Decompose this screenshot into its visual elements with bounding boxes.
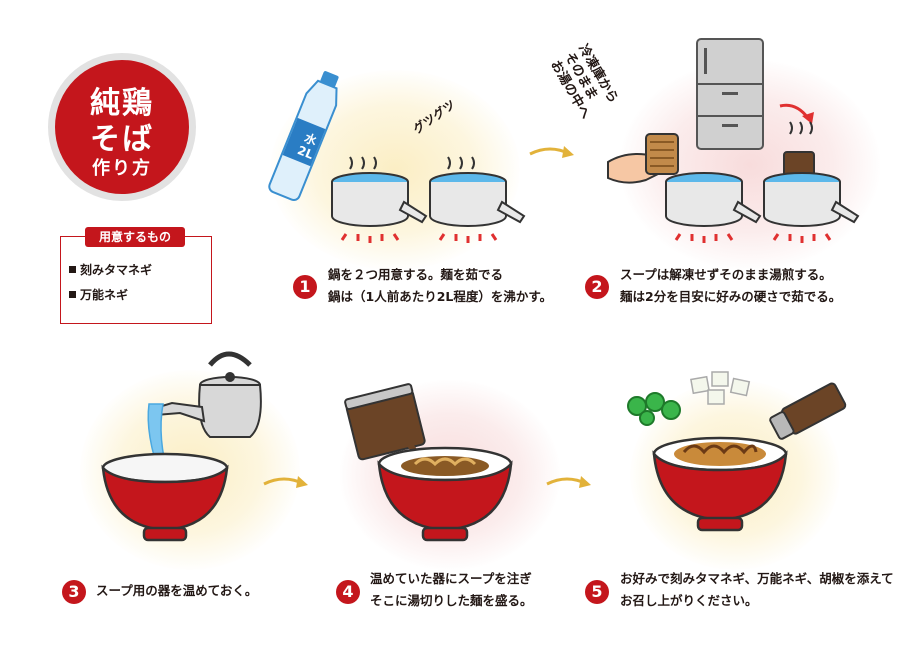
ingredient-label: 万能ネギ (80, 288, 129, 302)
arrow-right-icon (263, 476, 308, 488)
step-1-line-1: 鍋を２つ用意する。麺を茹でる (328, 267, 504, 282)
step-2-line-2: 麺は2分を目安に好みの硬さで茹でる。 (620, 289, 842, 304)
step-4-text: 温めていた器にスープを注ぎ そこに湯切りした麺を盛る。 (370, 568, 533, 612)
title-line-3: 作り方 (92, 158, 152, 179)
title-badge-inner: 純鶏 そば 作り方 (55, 60, 189, 194)
water-bottle-icon (268, 71, 339, 202)
arrow-right-icon (529, 146, 574, 158)
ingredients-heading: 用意するもの (85, 227, 185, 247)
bullet-square-icon (69, 266, 76, 273)
hand-holding-noodles-icon (607, 133, 679, 184)
ingredients-list: 刻みタマネギ 万能ネギ (69, 261, 152, 311)
pot-with-soup-pack-icon (763, 121, 860, 243)
pot-icon (429, 156, 526, 243)
ingredients-box: 用意するもの 刻みタマネギ 万能ネギ (60, 227, 212, 324)
step-number-2: 2 (585, 275, 609, 299)
step-2-text: スープは解凍せずそのまま湯煎する。 麺は2分を目安に好みの硬さで茹でる。 (620, 264, 841, 308)
bowl-with-noodles-icon (377, 446, 513, 542)
step-5-line-2: お召し上がりください。 (620, 593, 758, 608)
step-2-line-1: スープは解凍せずそのまま湯煎する。 (620, 267, 832, 282)
kettle-icon (150, 351, 262, 438)
ingredient-label: 刻みタマネギ (80, 263, 153, 277)
arrow-right-icon (546, 476, 591, 488)
step-5-text: お好みで刻みタマネギ、万能ネギ、胡椒を添えて お召し上がりください。 (620, 568, 894, 612)
pot-icon (331, 156, 428, 243)
step-5-line-1: お好みで刻みタマネギ、万能ネギ、胡椒を添えて (620, 571, 894, 586)
curved-arrow-icon (779, 103, 814, 124)
ingredient-item: 万能ネギ (69, 286, 152, 303)
chopped-onion-icon (690, 371, 751, 405)
step-1-text: 鍋を２つ用意する。麺を茹でる 鍋は（1人前あたり2L程度）を沸かす。 (328, 264, 552, 308)
bullet-square-icon (69, 291, 76, 298)
pot-with-noodles-icon (665, 172, 762, 243)
title-line-2: そば (90, 122, 154, 157)
title-line-1: 純鶏 (90, 86, 154, 121)
step-number-5: 5 (585, 580, 609, 604)
step-3-text: スープ用の器を温めておく。 (96, 580, 257, 602)
bowl-with-noodles-icon (652, 436, 788, 532)
ingredient-item: 刻みタマネギ (69, 261, 152, 278)
step-number-1: 1 (293, 275, 317, 299)
title-badge: 純鶏 そば 作り方 (48, 53, 196, 201)
green-onion-icon (627, 392, 681, 426)
bowl-icon (101, 452, 229, 542)
fridge-icon (696, 38, 764, 150)
step-4-line-1: 温めていた器にスープを注ぎ (370, 571, 532, 586)
step-1-line-2: 鍋は（1人前あたり2L程度）を沸かす。 (328, 289, 553, 304)
step-number-3: 3 (62, 580, 86, 604)
step-number-4: 4 (336, 580, 360, 604)
pepper-shaker-icon (769, 382, 847, 440)
step-4-line-2: そこに湯切りした麺を盛る。 (370, 593, 533, 608)
step-3-line-1: スープ用の器を温めておく。 (96, 583, 258, 598)
